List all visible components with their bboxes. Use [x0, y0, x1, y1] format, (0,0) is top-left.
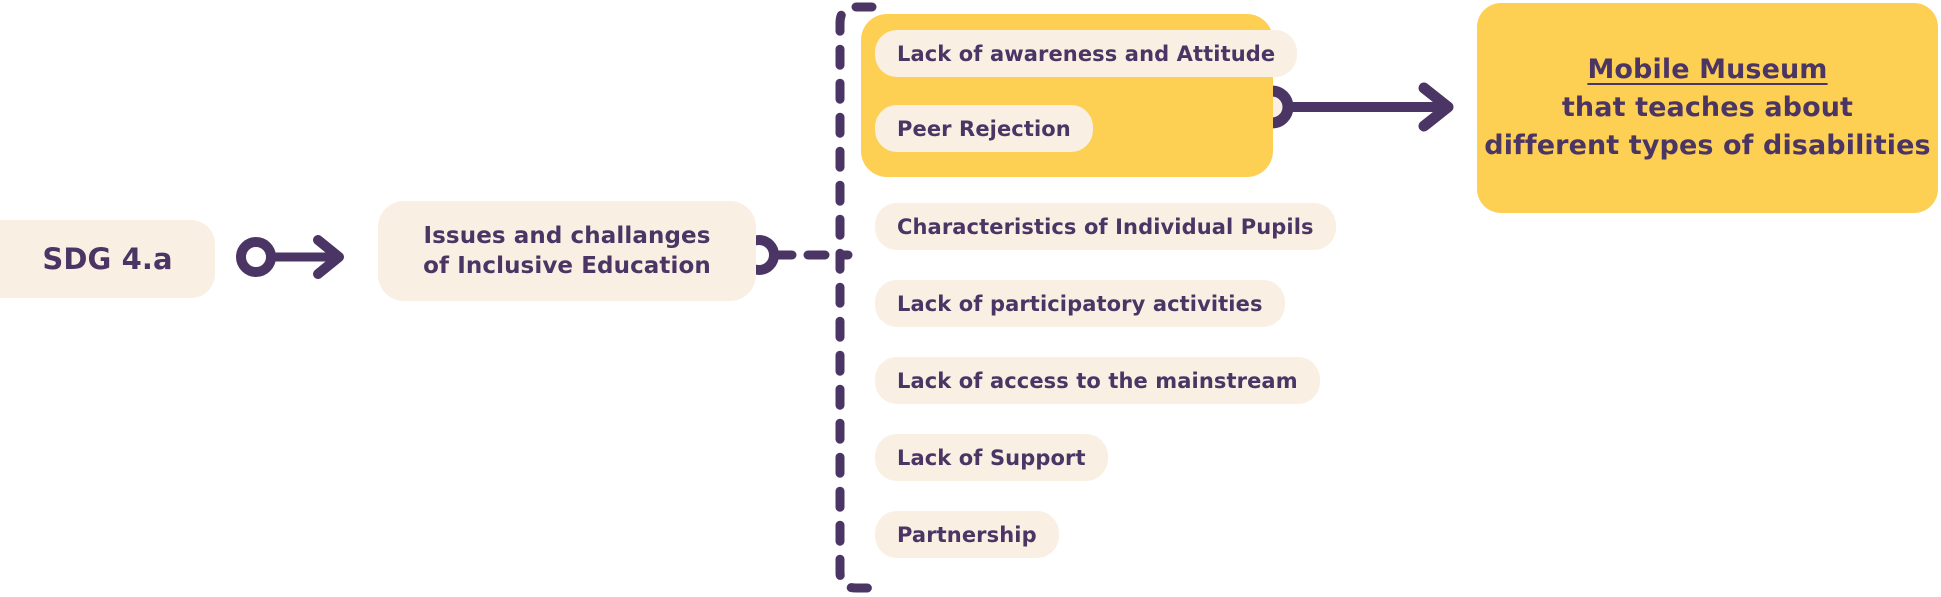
node-sdg-4a[interactable]: SDG 4.a [0, 220, 215, 298]
list-item-label: Lack of Support [897, 445, 1086, 470]
list-item-label: Lack of access to the mainstream [897, 368, 1298, 393]
list-item-characteristics-of-individual-pupils[interactable]: Characteristics of Individual Pupils [875, 203, 1336, 250]
list-item-partnership[interactable]: Partnership [875, 511, 1059, 558]
list-item-lack-of-access-to-the-mainstream[interactable]: Lack of access to the mainstream [875, 357, 1320, 404]
connector-group-to-outcome [1250, 82, 1454, 132]
node-mobile-museum-line3: different types of disabilities [1484, 130, 1931, 162]
list-item-label: Peer Rejection [897, 116, 1071, 141]
node-issues-and-challenges[interactable]: Issues and challanges of Inclusive Educa… [378, 201, 756, 301]
list-item-label: Lack of participatory activities [897, 291, 1263, 316]
list-item-lack-of-support[interactable]: Lack of Support [875, 434, 1108, 481]
list-item-label: Characteristics of Individual Pupils [897, 214, 1314, 239]
list-item-label: Lack of awareness and Attitude [897, 41, 1276, 66]
list-item-peer-rejection[interactable]: Peer Rejection [875, 105, 1093, 152]
list-item-lack-of-awareness-and-attitude[interactable]: Lack of awareness and Attitude [875, 30, 1298, 77]
node-sdg-4a-label: SDG 4.a [42, 241, 173, 276]
connector-sdg-to-topic [236, 235, 344, 279]
node-issues-line2: of Inclusive Education [423, 253, 711, 279]
connector-dot-sdg [236, 237, 276, 277]
node-mobile-museum-line2: that teaches about [1561, 91, 1854, 123]
node-mobile-museum[interactable]: Mobile Museum that teaches about differe… [1477, 3, 1938, 213]
node-issues-line1: Issues and challanges [423, 222, 711, 249]
connector-topic-to-bracket [739, 235, 853, 275]
list-item-label: Partnership [897, 522, 1037, 547]
list-item-lack-of-participatory-activities[interactable]: Lack of participatory activities [875, 280, 1285, 327]
node-mobile-museum-title: Mobile Museum [1587, 53, 1828, 85]
